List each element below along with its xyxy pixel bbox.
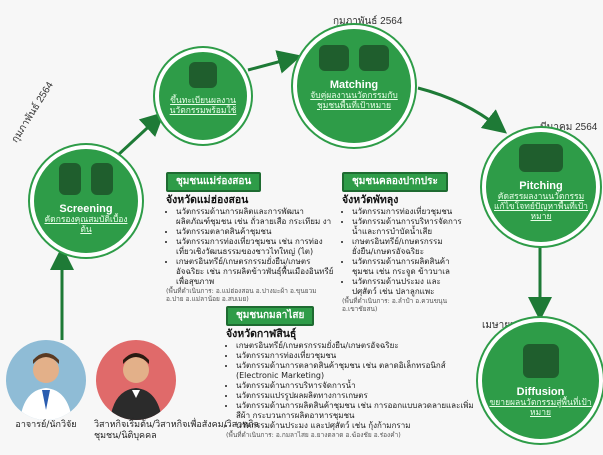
list-item: นวัตกรรมการท่องเที่ยวชุมชน เช่น การท่องเ… [176, 237, 336, 257]
list-item: นวัตกรรมด้านประมง และปศุสัตว์ เช่น กุ้งก… [236, 421, 476, 431]
puzzle-icon [358, 45, 389, 71]
businessman-icon [110, 353, 162, 420]
list-item: นวัตกรรมด้านประมง และปศุสัตว์ เช่น ปลาลู… [352, 277, 464, 297]
province-name: จังหวัดแม่ฮ่องสอน [166, 194, 249, 206]
register-desc: ขึ้นทะเบียนผลงานนวัตกรรมพร้อมใช้ [169, 96, 237, 116]
list-item: เกษตรอินทรีย์/เกษตรกรรมยั่งยืน/เกษตรอัจฉ… [236, 341, 476, 351]
document-sign-icon [189, 62, 217, 88]
area-note: (พื้นที่ดำเนินการ: อ.ลำปำ อ.ควนขนุน อ.เข… [342, 297, 448, 313]
entrepreneur-avatar [96, 340, 176, 420]
register-stage: ขึ้นทะเบียนผลงานนวัตกรรมพร้อมใช้ [155, 48, 251, 144]
list-item: นวัตกรรมแปรรูปผลผลิตทางการเกษตร [236, 391, 476, 401]
list-item: นวัตกรรมด้านการผลิตและการพัฒนาผลิตภัณฑ์ช… [176, 207, 336, 227]
diffusion-desc: ขยายผลนวัตกรรมสู่พื้นที่เป้าหมาย [489, 398, 592, 418]
growth-icon [522, 344, 559, 378]
presenter-icon [59, 163, 82, 195]
list-item: นวัตกรรมด้านการบริหารจัดการน้ำ [236, 381, 476, 391]
screening-desc: คัดกรองคุณสมบัติเบื้องต้น [44, 215, 128, 235]
list-item: นวัตกรรมตลาดสินค้าชุมชน [176, 227, 336, 237]
researcher-label: อาจารย์/นักวิจัย [15, 420, 77, 430]
matching-desc: จับคู่ผลงานนวัตกรรมกับชุมชนพื้นที่เป้าหม… [310, 91, 398, 111]
puzzle-icon [319, 45, 350, 71]
diffusion-stage: Diffusion ขยายผลนวัตกรรมสู่พื้นที่เป้าหม… [478, 318, 603, 443]
area-note: (พื้นที่ดำเนินการ: อ.แม่ฮ่องสอน อ.ปางมะผ… [166, 287, 317, 303]
list-item: นวัตกรรมการท่องเที่ยวชุมชน [352, 207, 464, 217]
pitching-date: มีนาคม 2564 [540, 122, 598, 133]
community-patthalung: ชุมชนคลองปากประ จังหวัดพัทลุง นวัตกรรมกา… [342, 172, 464, 313]
list-item: เกษตรอินทรีย์/เกษตรกรรมยั่งยืน/เกษตรอัจฉ… [352, 237, 464, 257]
meeting-icon [519, 144, 563, 172]
community-maehongson: ชุมชนแม่ร่องสอน จังหวัดแม่ฮ่องสอน นวัตกร… [166, 172, 336, 303]
matching-title: Matching [329, 79, 379, 91]
arrow-matching-to-pitching [417, 86, 508, 134]
list-item: นวัตกรรมการท่องเที่ยวชุมชน [236, 351, 476, 361]
pitching-title: Pitching [519, 180, 563, 192]
pitching-stage: Pitching คัดสรรผลงานนวัตกรรมแก้ไขโจทย์ปั… [482, 128, 600, 246]
screening-title: Screening [59, 203, 113, 215]
entrepreneur-label: วิสาหกิจเริ่มต้น/วิสาหกิจเพื่อสังคม/วิสา… [94, 420, 259, 441]
list-item: เกษตรอินทรีย์/เกษตรกรรมยั่งยืน/เกษตรอัจฉ… [176, 257, 336, 287]
province-name: จังหวัดกาฬสินธุ์ [226, 328, 297, 340]
researcher-icon [20, 353, 72, 420]
list-item: นวัตกรรมด้านการผลิตสินค้าชุมชน เช่น กระจ… [352, 257, 464, 277]
list-item: นวัตกรรมด้านการบริหารจัดการน้ำและการบำบั… [352, 217, 464, 237]
community-name: ชุมชนแม่ร่องสอน [166, 172, 262, 192]
community-kalasin: ชุมชนกมลาไสย จังหวัดกาฬสินธุ์ เกษตรอินทร… [226, 306, 476, 439]
area-note: (พื้นที่ดำเนินการ: อ.กมลาไสย อ.ยางตลาด อ… [226, 431, 401, 439]
community-name: ชุมชนคลองปากประ [342, 172, 448, 192]
screening-stage: Screening คัดกรองคุณสมบัติเบื้องต้น [30, 145, 142, 257]
diffusion-title: Diffusion [516, 386, 565, 398]
group-icon [90, 163, 113, 195]
pitching-desc: คัดสรรผลงานนวัตกรรมแก้ไขโจทย์ปัญหาพื้นที… [494, 192, 588, 222]
community-name: ชุมชนกมลาไสย [226, 306, 315, 326]
matching-stage: Matching จับคู่ผลงานนวัตกรรมกับชุมชนพื้น… [293, 25, 415, 147]
researcher-avatar [6, 340, 86, 420]
list-item: นวัตกรรมด้านการตลาดสินค้าชุมชน เช่น ตลาด… [236, 361, 476, 381]
list-item: นวัตกรรมด้านการผลิตสินค้าชุมชน เช่น การอ… [236, 401, 476, 421]
matching-date: กุมภาพันธ์ 2564 [333, 16, 403, 27]
arrow-screening-to-register [116, 111, 165, 157]
arrow-register-to-matching [247, 50, 302, 74]
province-name: จังหวัดพัทลุง [342, 194, 399, 206]
